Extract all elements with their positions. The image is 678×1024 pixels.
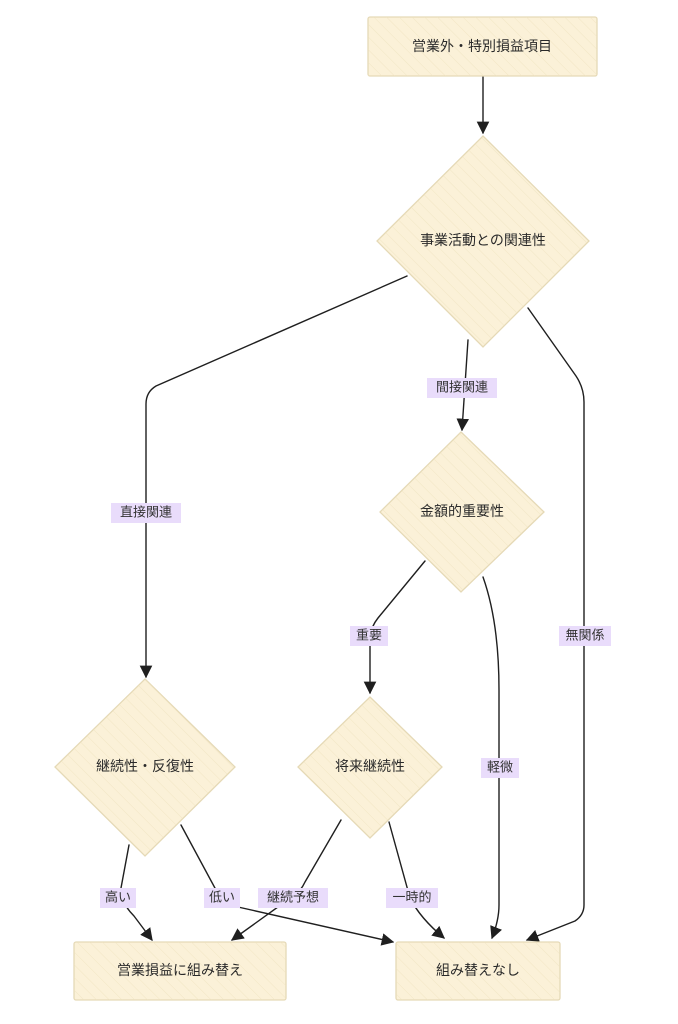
edge-label-important: 重要 [350, 626, 388, 646]
node-no-reclassify-label: 組み替えなし [436, 963, 520, 979]
node-start[interactable]: 営業外・特別損益項目 [367, 16, 598, 77]
node-no-reclassify[interactable]: 組み替えなし [395, 941, 561, 1001]
edge-label-high-text: 高い [105, 890, 131, 906]
edge-label-low: 低い [204, 888, 240, 908]
edge-relevance-to-continuity [139, 275, 408, 679]
node-materiality-label: 金額的重要性 [420, 504, 504, 520]
edge-relevance-to-no-reclassify [525, 307, 585, 942]
node-reclassify[interactable]: 営業損益に組み替え [73, 941, 287, 1001]
edge-label-unrelated-text: 無関係 [565, 629, 604, 644]
node-relevance-label: 事業活動との関連性 [420, 233, 546, 249]
edge-label-high: 高い [100, 888, 136, 908]
node-future-label: 将来継続性 [335, 758, 405, 775]
node-continuity-label: 継続性・反復性 [96, 758, 194, 775]
edge-label-expected-text: 継続予想 [267, 890, 319, 906]
node-relevance[interactable]: 事業活動との関連性 [376, 135, 590, 348]
edge-continuity-to-no-reclassify [180, 824, 395, 946]
node-materiality[interactable]: 金額的重要性 [379, 431, 545, 593]
edge-future-to-no-reclassify [388, 821, 445, 939]
node-start-label: 営業外・特別損益項目 [412, 39, 552, 55]
node-continuity[interactable]: 継続性・反復性 [54, 678, 236, 857]
edge-label-temporary: 一時的 [386, 888, 438, 908]
edge-label-unrelated: 無関係 [559, 626, 611, 646]
node-future[interactable]: 将来継続性 [297, 696, 443, 839]
edge-label-important-text: 重要 [356, 628, 382, 644]
edge-label-direct: 直接関連 [111, 503, 181, 523]
node-reclassify-label: 営業損益に組み替え [117, 963, 243, 979]
edge-label-minor: 軽微 [481, 758, 519, 778]
edge-label-minor-text: 軽微 [487, 761, 513, 776]
edge-label-expected: 継続予想 [258, 888, 328, 908]
edge-future-to-reclassify [230, 819, 342, 941]
edge-materiality-to-no-reclassify [482, 576, 502, 940]
edge-label-temporary-text: 一時的 [392, 890, 431, 906]
edge-label-direct-text: 直接関連 [120, 505, 172, 521]
edge-label-indirect: 間接関連 [427, 378, 497, 398]
edge-label-indirect-text: 間接関連 [436, 380, 488, 396]
edge-label-low-text: 低い [209, 891, 235, 906]
